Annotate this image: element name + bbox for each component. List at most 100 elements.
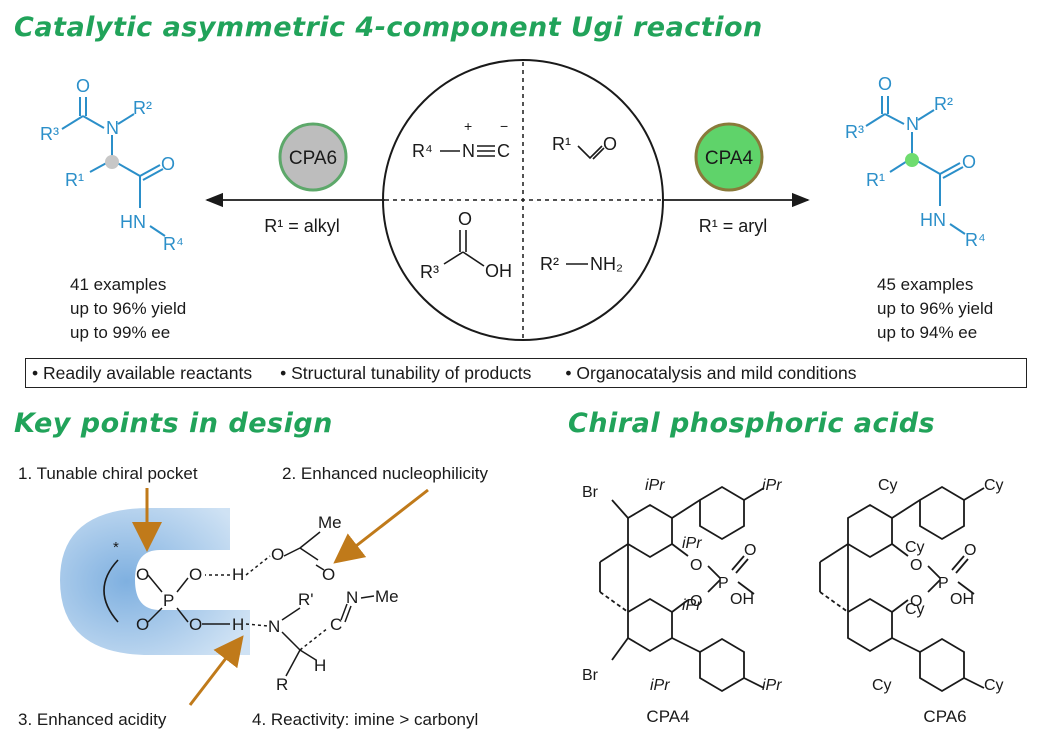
svg-text:OH: OH (730, 591, 754, 608)
cpa4-structure (599, 485, 765, 693)
svg-text:Me: Me (375, 587, 399, 606)
svg-text:P: P (163, 591, 174, 610)
left-product-labels: O R³ N R² R¹ O HN R⁴ (40, 76, 184, 254)
svg-text:R¹: R¹ (552, 134, 571, 154)
left-stereocenter (105, 155, 119, 169)
svg-text:O: O (189, 615, 202, 634)
svg-text:+: + (464, 118, 472, 134)
cpa4-labels: Br Br iPr iPr iPr iPr iPr iPr O O P O OH (582, 477, 782, 694)
cpa4-label: CPA4 (705, 148, 754, 169)
right-o-amide: O (962, 152, 976, 172)
svg-text:R': R' (298, 590, 314, 609)
svg-text:*: * (113, 539, 119, 556)
svg-text:Cy: Cy (878, 477, 898, 494)
svg-text:O: O (603, 134, 617, 154)
design-point-2: 2. Enhanced nucleophilicity (282, 464, 489, 483)
left-stats: 41 examples up to 96% yield up to 99% ee (70, 273, 186, 345)
svg-text:Cy: Cy (905, 539, 925, 556)
svg-text:iPr: iPr (645, 477, 665, 494)
svg-text:O: O (271, 545, 284, 564)
left-r2: R² (133, 98, 152, 118)
cpa4-catalyst-icon (694, 122, 764, 192)
svg-text:Br: Br (582, 667, 599, 684)
svg-text:O: O (910, 557, 922, 574)
feature-tunability: • Structural tunability of products (280, 362, 532, 383)
right-o-top: O (878, 74, 892, 94)
svg-text:N: N (346, 588, 358, 607)
svg-text:Cy: Cy (984, 477, 1004, 494)
left-r4: R⁴ (163, 234, 184, 254)
reactant-circle (382, 59, 664, 341)
svg-text:O: O (136, 565, 149, 584)
svg-text:H: H (232, 615, 244, 634)
cpa6-labels: Cy Cy Cy Cy Cy Cy O O P O OH (872, 477, 1004, 694)
svg-text:iPr: iPr (650, 677, 670, 694)
left-n: N (106, 118, 119, 138)
right-stats: 45 examples up to 96% yield up to 94% ee (877, 273, 993, 345)
svg-text:C: C (330, 615, 342, 634)
svg-text:Cy: Cy (984, 677, 1004, 694)
cpa6-label: CPA6 (289, 148, 337, 169)
svg-text:O: O (322, 565, 335, 584)
right-hn: HN (920, 210, 946, 230)
svg-text:H: H (232, 565, 244, 584)
svg-text:iPr: iPr (762, 677, 782, 694)
svg-text:Cy: Cy (872, 677, 892, 694)
aldehyde: R¹ O (552, 134, 617, 154)
right-stat-ee: up to 94% ee (877, 323, 978, 342)
svg-text:O: O (690, 557, 702, 574)
svg-text:R⁴: R⁴ (412, 141, 433, 161)
svg-text:NH₂: NH₂ (590, 254, 623, 274)
svg-text:iPr: iPr (682, 597, 702, 614)
svg-text:R: R (276, 675, 288, 694)
left-r3: R³ (40, 124, 59, 144)
svg-text:P: P (938, 575, 949, 592)
cpa-heading: Chiral phosphoric acids (568, 408, 936, 439)
carboxylic-acid: O R³ OH (420, 209, 512, 282)
feature-organocatalysis: • Organocatalysis and mild conditions (565, 362, 857, 383)
svg-text:P: P (718, 575, 729, 592)
arrow-nucleophilicity (333, 488, 429, 564)
main-title: Catalytic asymmetric 4-component Ugi rea… (14, 12, 763, 43)
design-point-3: 3. Enhanced acidity (18, 710, 167, 729)
right-r3: R³ (845, 122, 864, 142)
svg-text:Br: Br (582, 484, 599, 501)
left-stat-ee: up to 99% ee (70, 323, 171, 342)
svg-text:C: C (497, 141, 510, 161)
svg-text:O: O (910, 593, 922, 610)
left-stat-examples: 41 examples (70, 275, 167, 294)
isocyanide: R⁴ N C + − (412, 118, 510, 161)
svg-text:Me: Me (318, 513, 342, 532)
design-point-1: 1. Tunable chiral pocket (18, 464, 198, 483)
svg-text:N: N (462, 141, 475, 161)
svg-text:H: H (314, 656, 326, 675)
features-banner: • Readily available reactants • Structur… (25, 358, 1027, 388)
svg-text:−: − (500, 118, 508, 134)
svg-text:O: O (189, 565, 202, 584)
design-point-4: 4. Reactivity: imine > carbonyl (252, 710, 479, 729)
right-n: N (906, 114, 919, 134)
right-condition: R¹ = aryl (699, 216, 768, 236)
left-r1: R¹ (65, 170, 84, 190)
right-stat-yield: up to 96% yield (877, 299, 994, 318)
chiral-pocket-shape (60, 508, 250, 655)
left-condition: R¹ = alkyl (264, 216, 340, 236)
right-product-labels: O R³ N R² R¹ O HN R⁴ (845, 74, 986, 250)
svg-text:Cy: Cy (905, 601, 925, 618)
right-r2: R² (934, 94, 953, 114)
right-stereocenter (905, 153, 919, 167)
svg-text:O: O (690, 593, 702, 610)
cpa4-name: CPA4 (646, 707, 689, 726)
cpa6-catalyst-icon (278, 122, 348, 192)
left-o-amide: O (161, 154, 175, 174)
cpa6-name: CPA6 (923, 707, 966, 726)
svg-text:N: N (268, 617, 280, 636)
feature-reactants: • Readily available reactants (32, 362, 253, 383)
cpa6-structure (819, 485, 985, 693)
svg-text:R³: R³ (420, 262, 439, 282)
amine: R² NH₂ (540, 254, 623, 274)
left-o-top: O (76, 76, 90, 96)
svg-text:O: O (136, 615, 149, 634)
design-heading: Key points in design (14, 408, 333, 439)
